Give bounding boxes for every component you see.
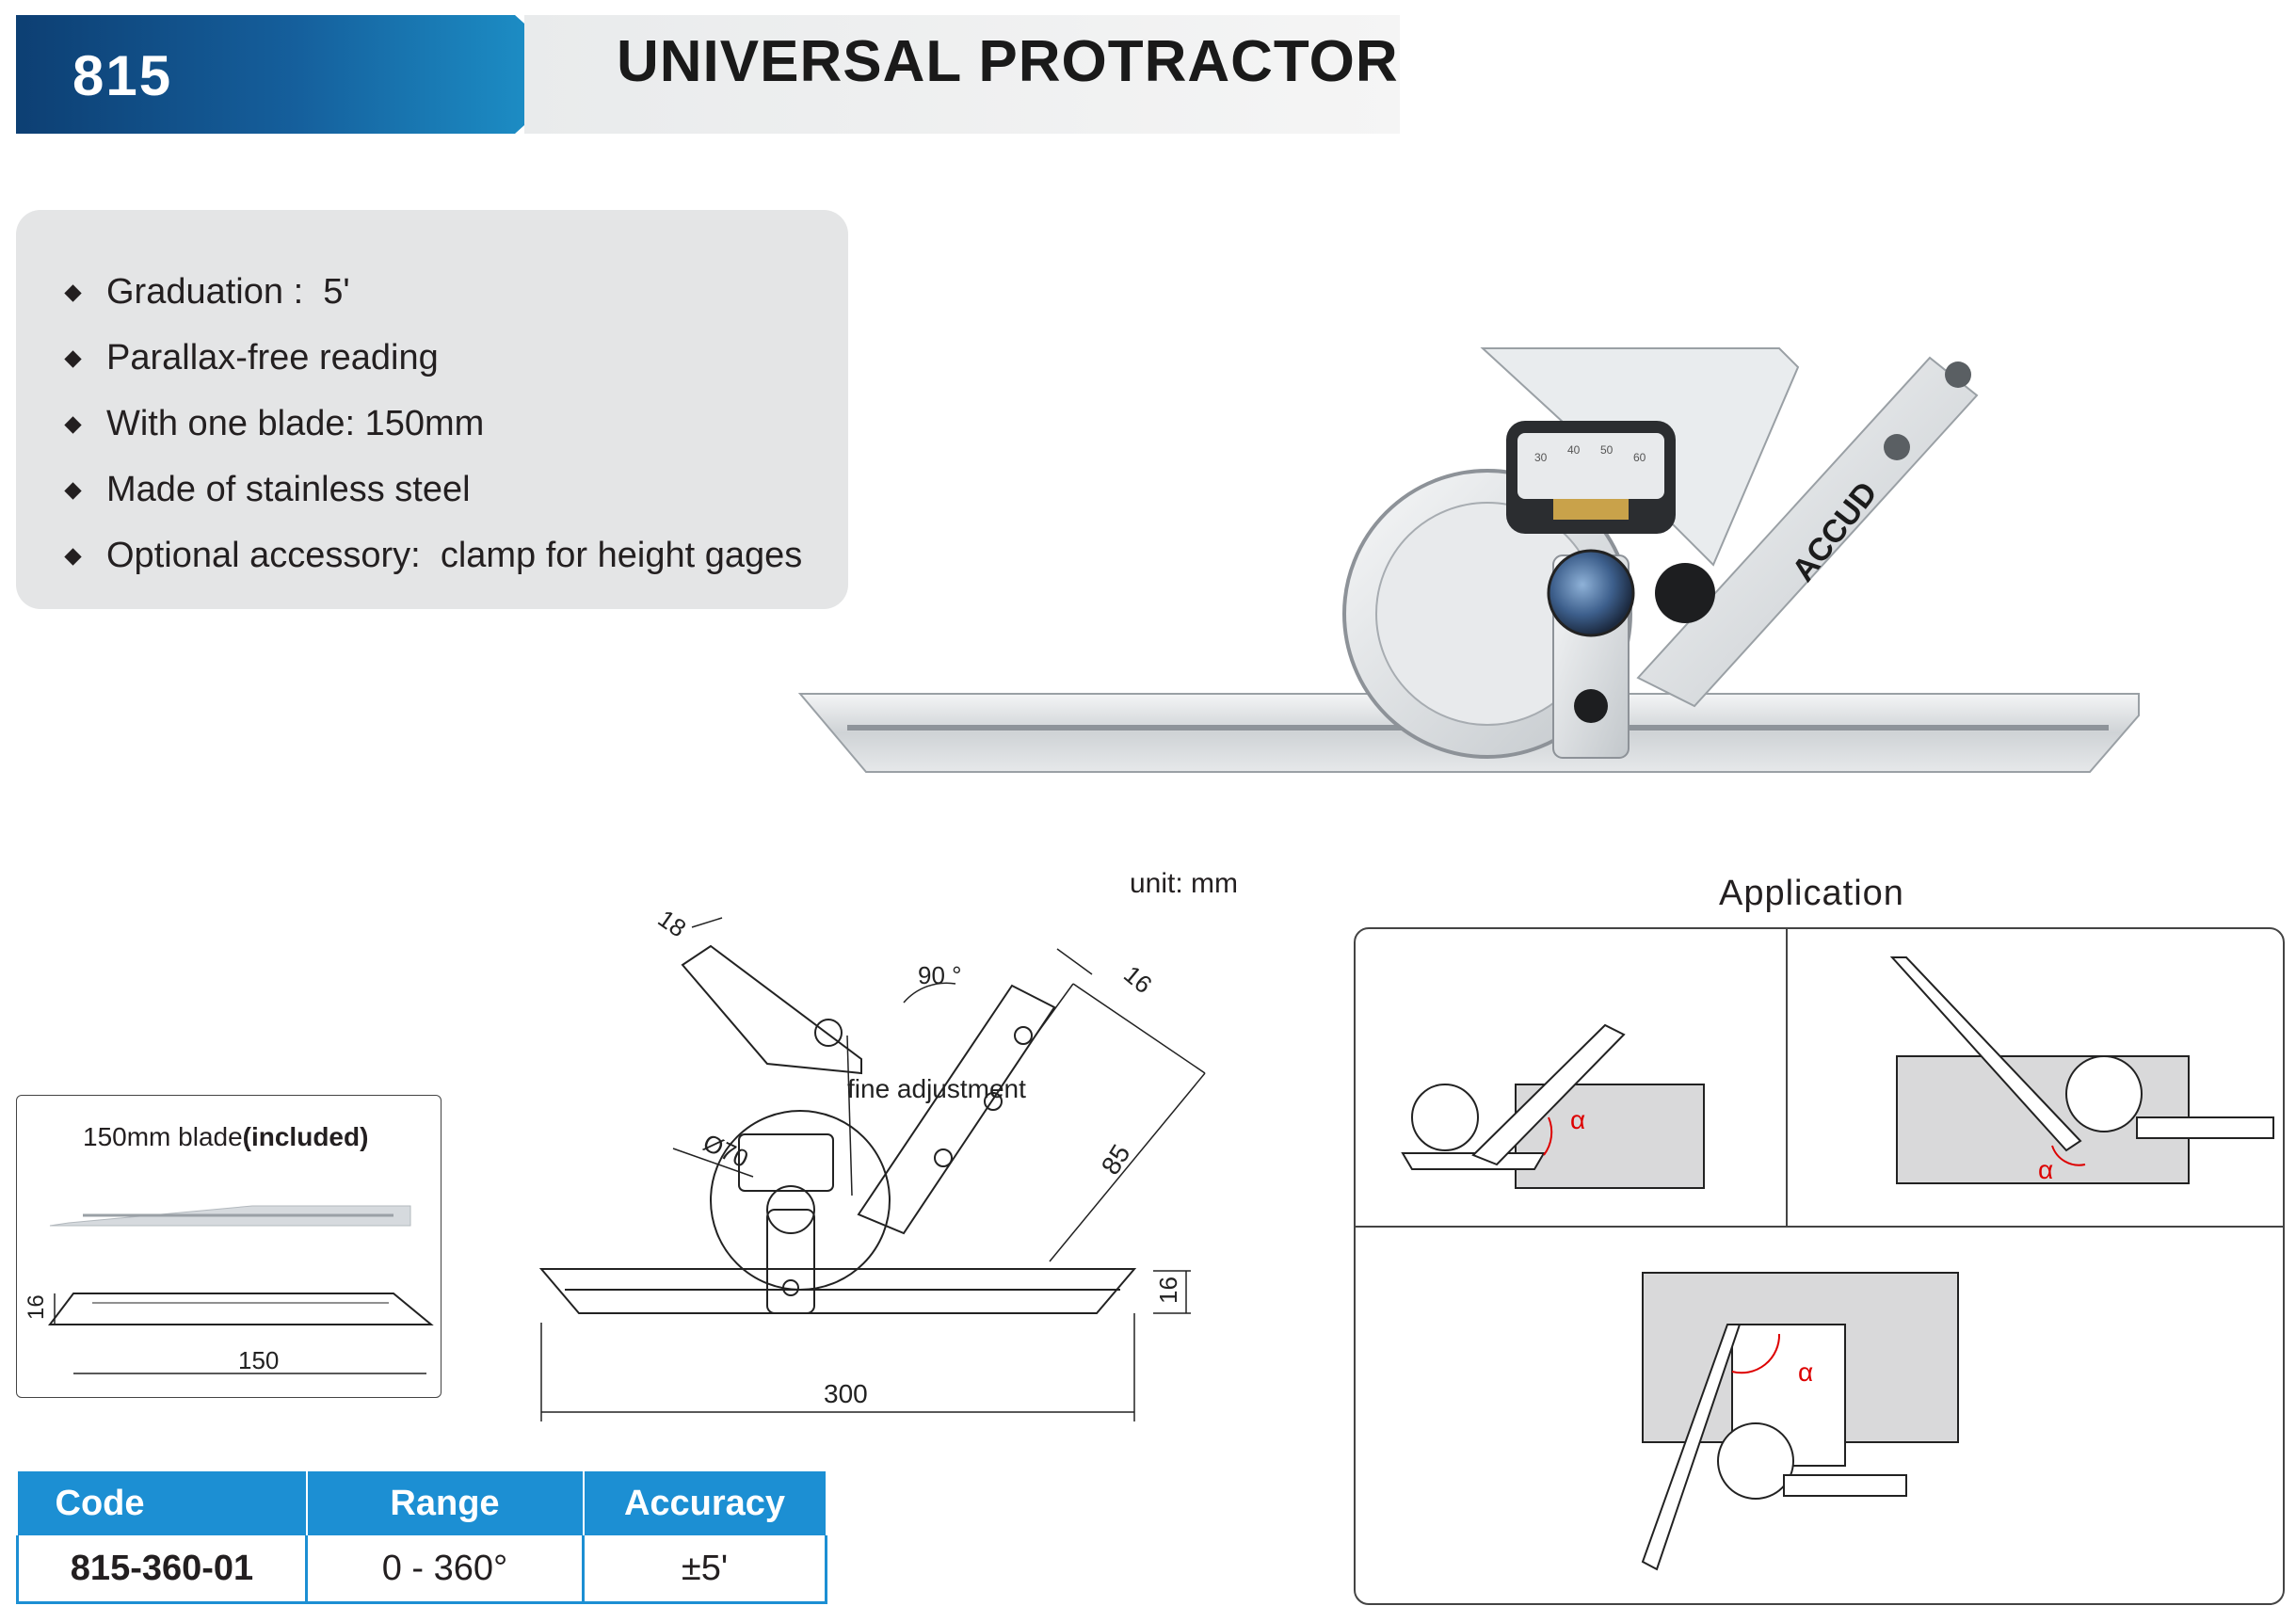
blade-dim-length: 150 — [238, 1346, 279, 1374]
blade-caption-plain: 150mm blade — [83, 1122, 243, 1151]
features-list: Graduation : 5' Parallax-free reading Wi… — [16, 210, 848, 588]
table-cell-code: 815-360-01 — [16, 1535, 308, 1604]
application-alpha: α — [2038, 1155, 2053, 1184]
drawing-arm — [857, 984, 1056, 1235]
drawing-vernier — [738, 1133, 834, 1192]
feature-item: With one blade: 150mm — [65, 391, 848, 457]
drawing-dim-18: 18 — [653, 904, 692, 942]
drawing-square-blade — [681, 944, 862, 1075]
photo-scale-label: 50 — [1600, 443, 1614, 457]
feature-item: Graduation : 5' — [65, 259, 848, 325]
application-example-2: α — [1889, 956, 2274, 1184]
feature-item: Optional accessory: clamp for height gag… — [65, 522, 848, 588]
application-example-1: α — [1401, 1023, 1705, 1189]
feature-item: Parallax-free reading — [65, 325, 848, 391]
product-photo: ACCUD 30 40 50 60 — [797, 347, 2140, 773]
blade-outline — [47, 1293, 434, 1325]
drawing-main-blade — [538, 1268, 1137, 1314]
drawing-dim-90: 90 ° — [918, 961, 962, 989]
unit-label: unit: mm — [1130, 868, 1239, 899]
spec-table: Code Range Accuracy 815-360-01 0 - 360° … — [16, 1471, 827, 1604]
photo-scale-label: 60 — [1633, 451, 1646, 464]
drawing-dim-16-side: 16 — [1154, 1277, 1182, 1304]
drawing-fine-adjustment: fine adjustment — [847, 1074, 1026, 1103]
drawing-dial — [710, 1110, 891, 1291]
application-drawings: α α α — [1356, 929, 2283, 1571]
photo-scale-label: 40 — [1567, 443, 1581, 457]
technical-drawing: 18 90 ° 16 fine adjustment Ø70 85 16 300 — [538, 904, 1206, 1421]
table-header-range: Range — [306, 1471, 585, 1535]
blade-drawing: 16 150 — [24, 1205, 434, 1374]
features-panel: Graduation : 5' Parallax-free reading Wi… — [16, 210, 848, 609]
blade-box: 150mm blade(included) 16 150 — [16, 1095, 442, 1398]
application-alpha: α — [1570, 1105, 1585, 1134]
table-cell-accuracy: ±5' — [582, 1535, 827, 1604]
photo-knob — [1547, 549, 1635, 637]
photo-scale-label: 30 — [1534, 451, 1548, 464]
drawing-dim-16-top: 16 — [1118, 960, 1157, 1000]
drawing-dim-85: 85 — [1096, 1139, 1136, 1180]
feature-item: Made of stainless steel — [65, 457, 848, 522]
blade-dim-height: 16 — [24, 1294, 49, 1320]
table-row: 815-360-01 0 - 360° ±5' — [16, 1535, 827, 1604]
table-header-row: Code Range Accuracy — [17, 1471, 827, 1535]
header-band: 815 — [16, 15, 1400, 134]
application-example-3: α — [1641, 1272, 1959, 1571]
table-cell-range: 0 - 360° — [305, 1535, 585, 1604]
code-badge — [16, 15, 524, 134]
product-title: UNIVERSAL PROTRACTOR — [617, 29, 1399, 94]
table-header-code: Code — [17, 1471, 308, 1535]
blade-caption-bold: (included) — [242, 1122, 369, 1151]
product-code: 815 — [72, 44, 173, 107]
application-alpha: α — [1798, 1357, 1813, 1387]
drawing-dim-300: 300 — [824, 1379, 868, 1408]
application-panel: α α α — [1354, 927, 2285, 1605]
application-title: Application — [1719, 874, 1904, 913]
table-header-accuracy: Accuracy — [583, 1471, 827, 1535]
photo-lock-knob — [1655, 563, 1715, 623]
blade-caption: 150mm blade(included) — [83, 1122, 368, 1152]
title-strip — [524, 15, 1400, 134]
